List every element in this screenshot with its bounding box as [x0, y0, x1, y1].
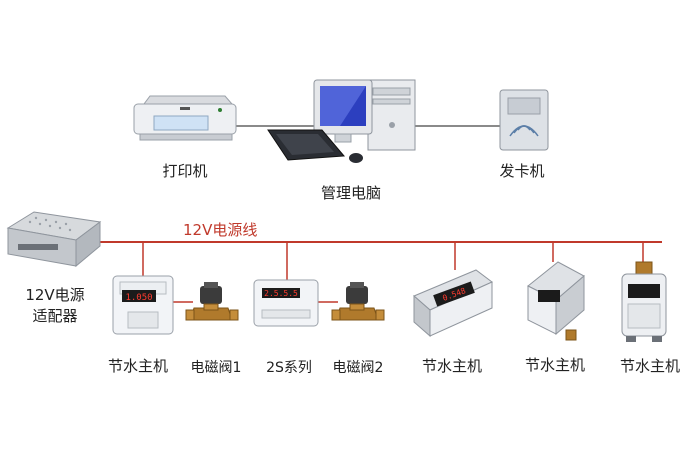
power-adapter-icon	[6, 211, 102, 268]
card-issuer-label: 发卡机	[499, 162, 545, 180]
valve-1-label: 电磁阀1	[190, 360, 242, 376]
controller-5-label: 节水主机	[619, 357, 681, 375]
bus-drops	[142, 242, 644, 280]
controller-1-display: 1.050	[125, 293, 152, 303]
controller-4-label: 节水主机	[524, 356, 586, 374]
bus-label: 12V电源线	[183, 221, 258, 239]
adapter-label-line1: 12V电源	[25, 286, 85, 304]
valve-2-label: 电磁阀2	[332, 360, 384, 376]
computer-label: 管理电脑	[320, 184, 382, 202]
series-2s-display: 2.5.5.5	[264, 289, 298, 298]
printer-label: 打印机	[162, 162, 208, 180]
series-2s-label: 2S系列	[266, 360, 312, 376]
adapter-label: 12V电源 适配器	[25, 285, 84, 327]
controller-3-label: 节水主机	[421, 357, 483, 375]
solenoid-valve-1-icon	[185, 282, 239, 321]
controller-3-icon: 0.548	[413, 269, 493, 338]
card-reader-icon	[499, 89, 549, 151]
controller-5-icon	[621, 261, 667, 342]
controller-1-label: 节水主机	[107, 357, 169, 375]
solenoid-valve-2-icon	[331, 282, 385, 321]
printer-icon	[133, 95, 237, 141]
series-2s-icon: 2.5.5.5	[253, 279, 319, 327]
adapter-label-line2: 适配器	[32, 307, 78, 325]
controller-4-icon	[527, 261, 585, 341]
computer-icon	[267, 79, 416, 163]
controller-1-icon: 1.050	[112, 275, 174, 335]
